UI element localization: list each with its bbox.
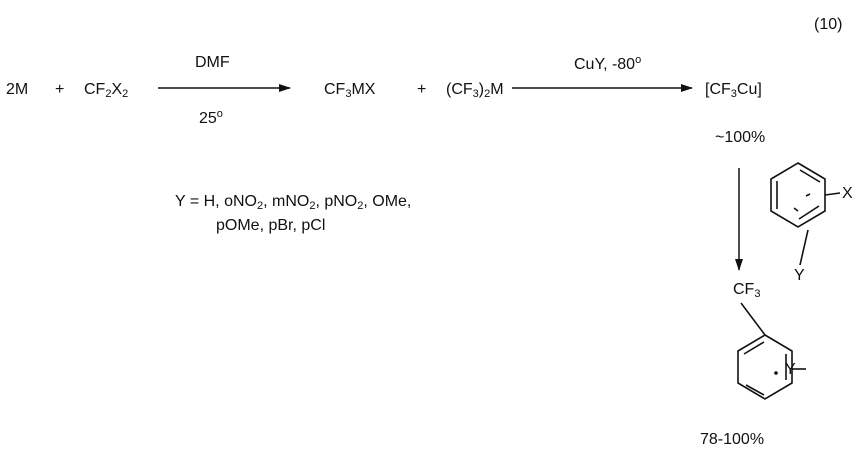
reactant-metal: 2M [6, 81, 29, 98]
product-ring [737, 302, 806, 400]
equation-number: (10) [814, 16, 843, 33]
intermediate-yield: ~100% [715, 129, 766, 146]
arrow-1-temperature: 25o [199, 108, 223, 127]
ring-position-dot [774, 371, 778, 375]
plus-sign-1: + [55, 81, 65, 98]
aryl-halide-ring [770, 162, 841, 266]
product-bis-trifluoromethyl-metal: (CF3)2M [446, 81, 504, 100]
arrow-2-reagent: CuY, -80o [574, 54, 642, 73]
bond-to-y [799, 229, 809, 266]
plus-sign-2: + [417, 81, 427, 98]
substituent-list-line-1: Y = H, oNO2, mNO2, pNO2, OMe, [175, 193, 412, 212]
aryl-substituent-y: Y [794, 267, 805, 284]
ring-position-mark-2 [793, 207, 799, 212]
ring-position-mark [805, 193, 811, 197]
product-yield: 78-100% [700, 431, 765, 448]
reactant-dihalodifluoromethane: CF2X2 [84, 81, 129, 100]
substituent-list-line-2: pOMe, pBr, pCl [216, 217, 326, 234]
bond-to-x [824, 192, 841, 196]
aryl-substituent-x: X [842, 185, 853, 202]
intermediate-trifluoromethyl-copper: [CF3Cu] [705, 81, 762, 100]
product-trifluoromethyl-metal-halide: CF3MX [324, 81, 376, 100]
bond-to-cf3 [740, 302, 766, 336]
arrow-1-reagent: DMF [195, 54, 230, 71]
product-trifluoromethyl-group: CF3 [733, 281, 761, 300]
product-substituent-y: Y [785, 361, 796, 378]
